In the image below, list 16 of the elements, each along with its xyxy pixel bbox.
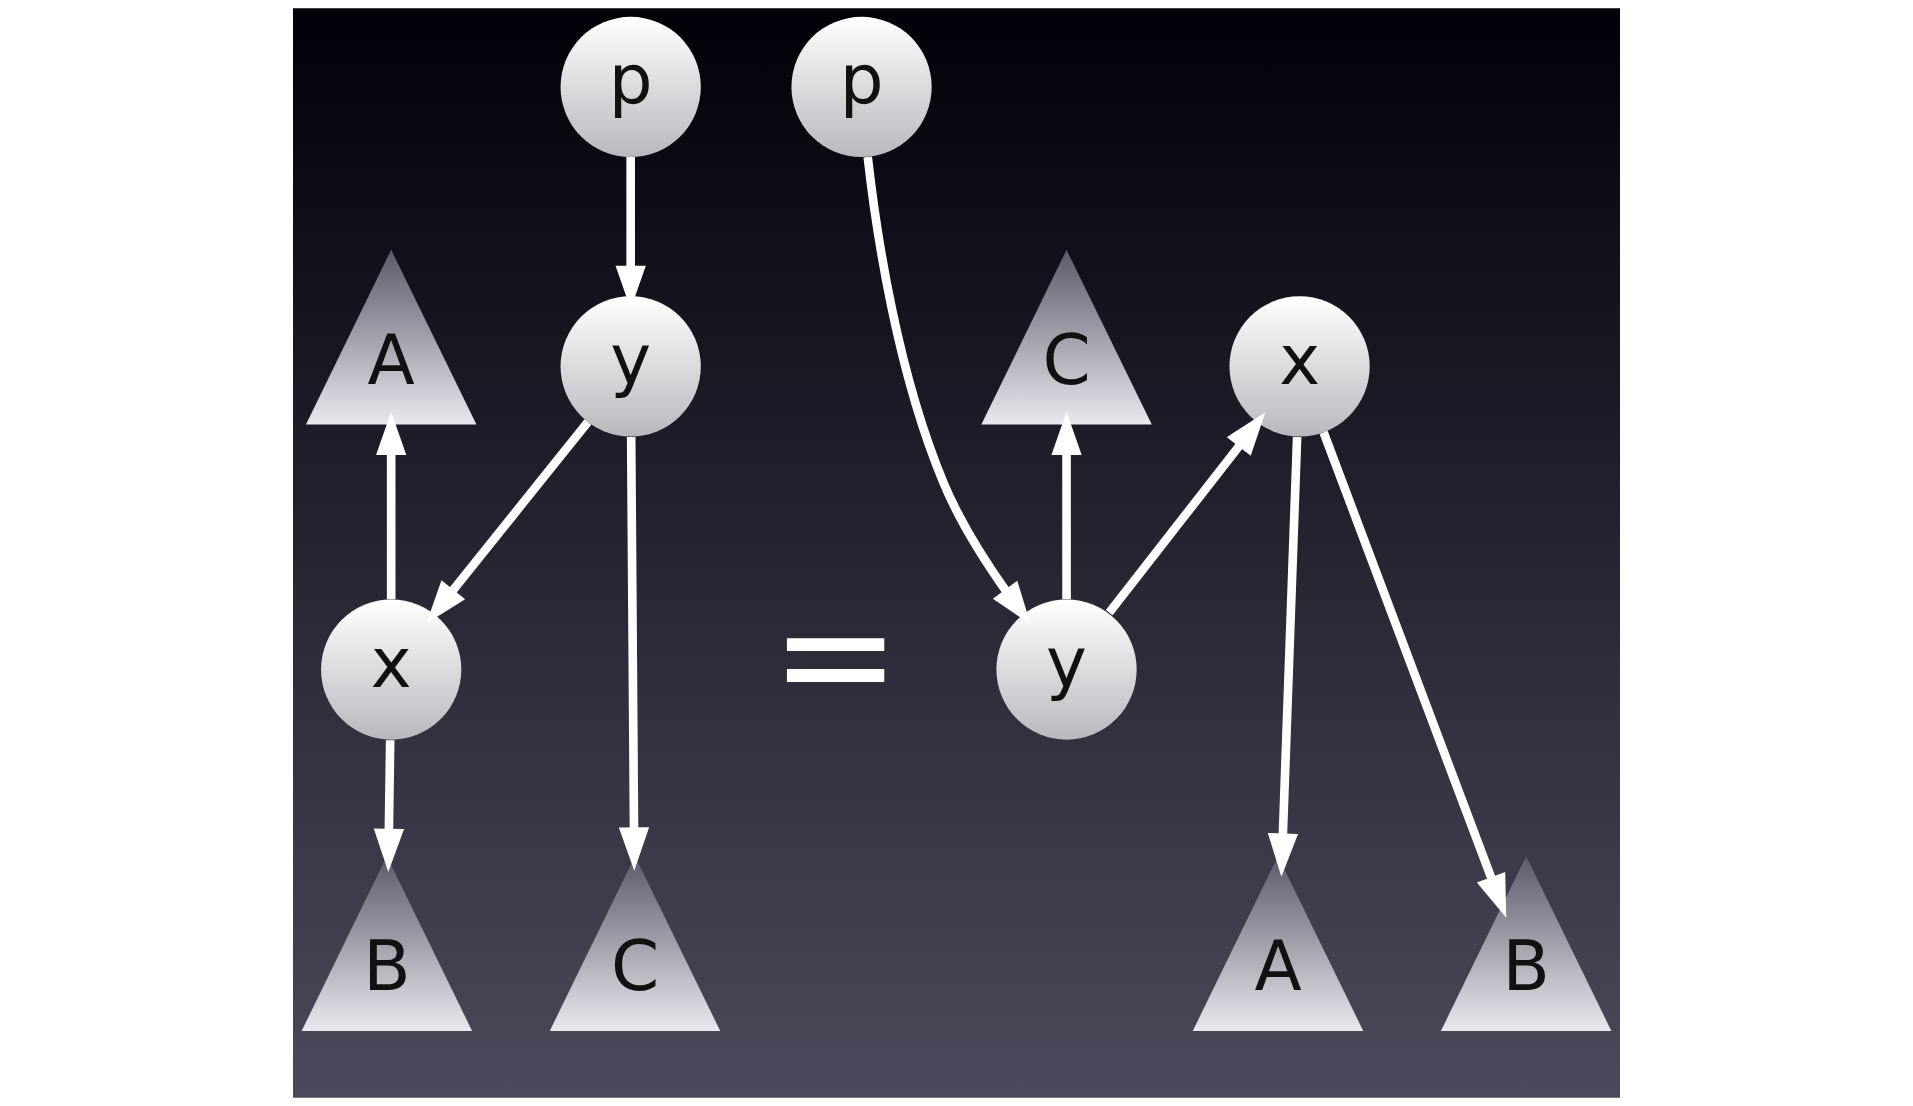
- node-circle: p: [560, 16, 701, 158]
- arrow: [1105, 412, 1266, 616]
- node-circle: p: [791, 16, 932, 158]
- node-circle: x: [1229, 296, 1370, 437]
- arrow: [426, 419, 592, 624]
- arrow: [373, 740, 405, 872]
- arrow: [618, 436, 650, 871]
- arrow: [863, 156, 1031, 625]
- arrow: [1267, 436, 1302, 877]
- node-circle: x: [321, 599, 462, 740]
- arrow: [1319, 430, 1507, 918]
- arrow: [376, 411, 407, 600]
- arrow: [1051, 411, 1082, 600]
- node-circle: y: [996, 599, 1137, 740]
- label: =: [770, 564, 901, 746]
- node-circle: y: [560, 296, 701, 437]
